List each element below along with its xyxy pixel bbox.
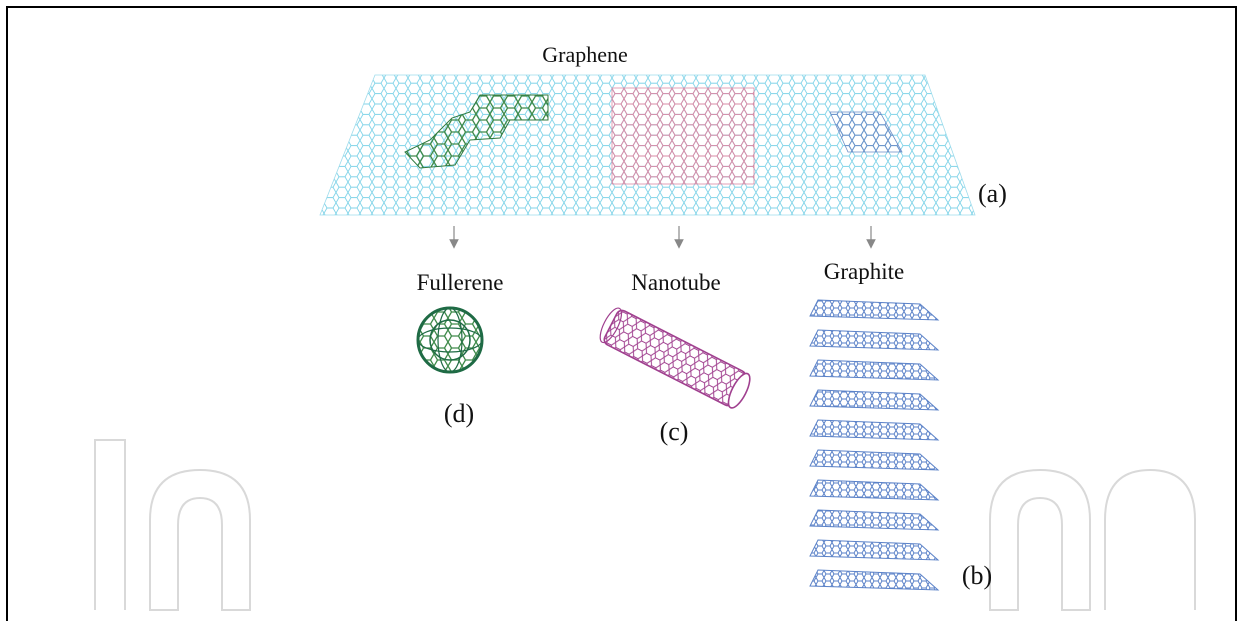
nanotube-molecule [599, 307, 751, 409]
graphite-layer [809, 299, 940, 321]
graphite-layer [809, 419, 940, 441]
figure-frame [6, 6, 1237, 621]
watermark [94, 439, 1196, 611]
graphite-layer [809, 389, 940, 411]
graphite-layer [809, 359, 940, 381]
fullerene-molecule [416, 306, 484, 374]
graphite-layer [809, 449, 940, 471]
fullerene-label: Fullerene [417, 270, 504, 295]
nanotube-label: Nanotube [631, 270, 720, 295]
graphite-layer [809, 329, 940, 351]
graphite-layer [809, 509, 940, 531]
fullerene-patch [404, 94, 549, 169]
panel-b-label: (b) [962, 561, 992, 590]
graphene-title: Graphene [542, 42, 628, 67]
panel-a-label: (a) [978, 179, 1007, 208]
nanotube-patch [611, 87, 755, 185]
graphite-label: Graphite [824, 259, 904, 284]
graphite-layer [809, 569, 940, 591]
graphite-patch [829, 111, 903, 153]
graphite-layer [809, 539, 940, 561]
graphite-stack [809, 299, 940, 591]
graphite-layer [809, 479, 940, 501]
panel-c-label: (c) [660, 417, 689, 446]
panel-d-label: (d) [444, 399, 474, 428]
